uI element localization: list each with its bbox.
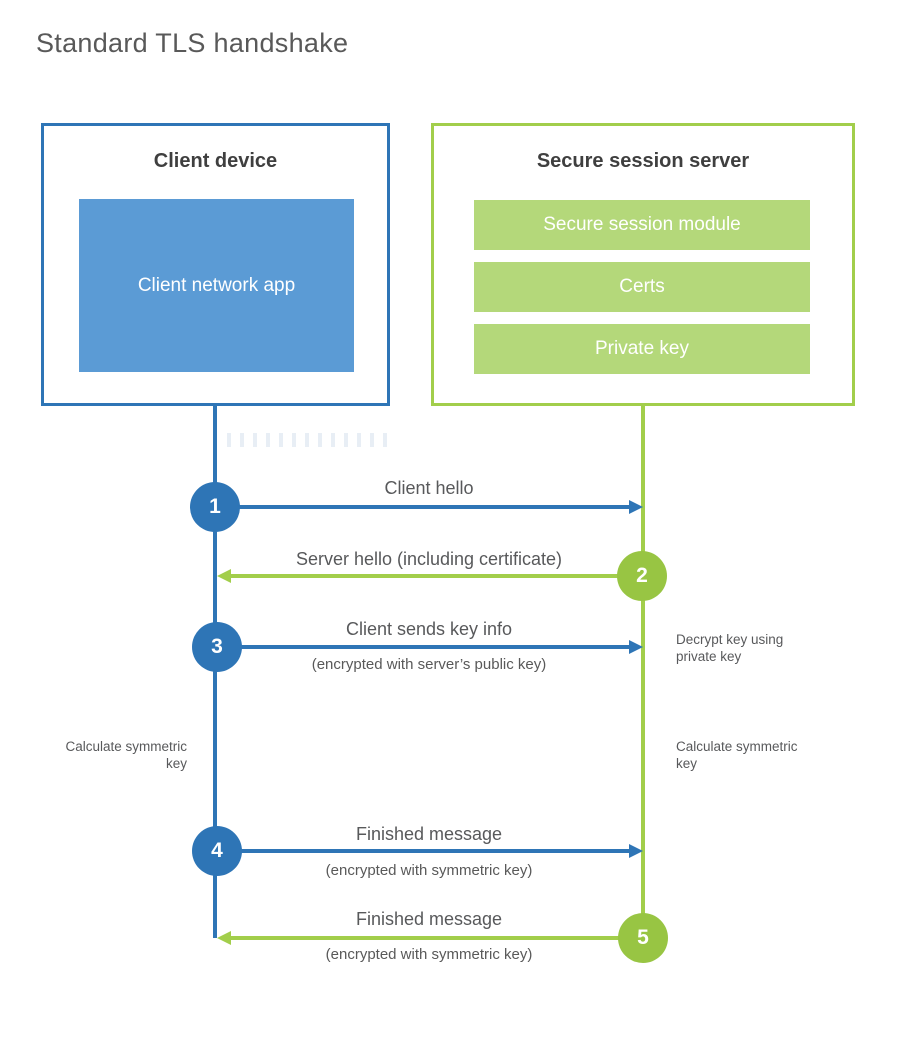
page-title: Standard TLS handshake xyxy=(36,28,349,58)
client-key-info-arrow xyxy=(218,640,643,654)
client-device-title: Client device xyxy=(153,150,278,172)
server-module-certs: Certs xyxy=(474,262,810,312)
server-hello-arrow xyxy=(217,569,642,583)
decrypt-key-note: Decrypt key using private key xyxy=(676,632,784,664)
server-hello-label: Server hello (including certificate) xyxy=(295,549,563,569)
step-1-badge: 1 xyxy=(190,482,240,532)
client-hello-arrow xyxy=(216,500,643,514)
client-lifeline xyxy=(213,406,217,938)
server-module-secure-session-module: Secure session module xyxy=(474,200,810,250)
client-hello-label: Client hello xyxy=(384,478,474,498)
client-network-app-block: Client network app xyxy=(79,199,354,372)
finished-message-client-sublabel: (encrypted with symmetric key) xyxy=(325,862,533,879)
server-lifeline xyxy=(641,406,645,938)
faint-dashed-line xyxy=(227,433,387,447)
finished-message-server-label: Finished message xyxy=(355,909,503,929)
client-network-app-label: Client network app xyxy=(137,275,296,296)
step-5-badge: 5 xyxy=(618,913,668,963)
client-key-info-label: Client sends key info xyxy=(345,619,513,639)
calculate-symmetric-key-note-server: Calculate symmetric key xyxy=(676,739,798,771)
client-key-info-sublabel: (encrypted with server’s public key) xyxy=(311,656,547,673)
step-4-badge: 4 xyxy=(192,826,242,876)
secure-session-server-title: Secure session server xyxy=(536,150,750,172)
finished-message-server-arrow xyxy=(217,931,642,945)
step-3-badge: 3 xyxy=(192,622,242,672)
step-2-badge: 2 xyxy=(617,551,667,601)
server-module-private-key: Private key xyxy=(474,324,810,374)
finished-message-server-sublabel: (encrypted with symmetric key) xyxy=(325,946,533,963)
calculate-symmetric-key-note-client: Calculate symmetric key xyxy=(65,739,187,771)
finished-message-client-label: Finished message xyxy=(355,824,503,844)
finished-message-client-arrow xyxy=(218,844,643,858)
